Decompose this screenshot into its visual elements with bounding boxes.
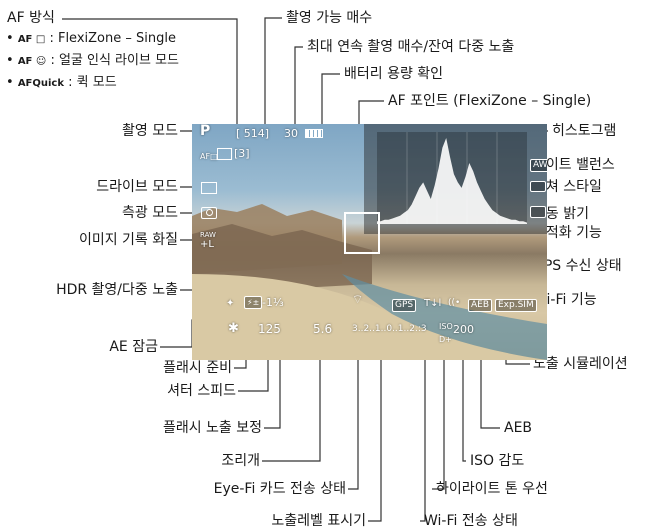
af-method-list: • AF □ : FlexiZone – Single • AF ☺ : 얼굴 … [6, 31, 179, 92]
aeb-icon: AEB [468, 299, 493, 312]
af-flexizone-icon: AF □ [17, 34, 46, 45]
label-shooting-mode: 촬영 모드 [122, 123, 178, 139]
label-histogram: 히스토그램 [552, 123, 617, 139]
battery-icon [305, 129, 323, 138]
metering-icon [201, 207, 217, 219]
aperture-value: 5.6 [313, 322, 333, 336]
drive-count-value: [3] [234, 147, 250, 160]
raw-label: RAW [200, 231, 216, 239]
label-wifi-transfer: Wi-Fi 전송 상태 [424, 513, 518, 529]
label-aeb: AEB [504, 420, 533, 436]
shots-available-value: [ 514] [236, 127, 270, 140]
shutter-value: 125 [258, 322, 281, 336]
label-ae-lock: AE 잠금 [109, 339, 158, 355]
histogram [377, 132, 527, 224]
gps-icon: GPS [392, 299, 417, 312]
exp-sim-icon: Exp.SIM [495, 299, 537, 312]
bullet: • [6, 75, 14, 90]
label-wifi: Wi-Fi 기능 [533, 292, 597, 308]
label-exposure-level: 노출레벨 표시기 [271, 513, 366, 529]
quality-label: +L [200, 239, 214, 250]
af-flexizone-desc: : FlexiZone – Single [49, 31, 176, 46]
live-view-screen: P AF□ [ 514] 30 [3] RAW +L AWB ✦ ⚡± -1⅓ … [192, 124, 547, 360]
label-htp: 하이라이트 톤 우선 [436, 481, 548, 497]
af-quick-icon: AFQuick [17, 78, 65, 89]
eyefi-icon: ⌔ [352, 292, 364, 306]
histogram-curve [377, 138, 527, 224]
label-metering-mode: 측광 모드 [122, 205, 178, 221]
label-white-balance: 화이트 밸런스 [533, 157, 615, 173]
max-burst-value: 30 [284, 127, 298, 140]
label-exp-sim: 노출 시뮬레이션 [533, 356, 628, 372]
bullet: • [6, 31, 14, 46]
wifi-function-icon: ((• [448, 298, 461, 308]
label-auto-lighting-line2: 최적화 기능 [533, 225, 602, 241]
wifi-transfer-icon: T↓l [424, 298, 442, 309]
label-shutter-speed: 셔터 스피드 [167, 383, 236, 399]
iso-value: 200 [453, 323, 474, 336]
label-drive-mode: 드라이브 모드 [96, 179, 178, 195]
af-face-desc: : 얼굴 인식 라이브 모드 [50, 53, 179, 68]
wb-icon: AWB [530, 159, 547, 172]
label-hdr: HDR 촬영/다중 노출 [56, 282, 178, 298]
label-shots-available: 촬영 가능 매수 [286, 10, 373, 26]
af-quick-desc: : 퀵 모드 [68, 75, 117, 90]
image-quality-icon: RAW +L [200, 231, 216, 250]
af-method-item-flexizone: • AF □ : FlexiZone – Single [6, 31, 179, 48]
drive-mode-icon [201, 182, 217, 194]
af-face-icon: AF ☺ [17, 56, 47, 67]
label-iso: ISO 감도 [470, 453, 525, 469]
auto-lighting-icon [530, 206, 546, 218]
drive-count-icon [217, 148, 232, 160]
flash-comp-icon: ⚡± [244, 296, 263, 309]
ae-lock-symbol: ✱ [228, 321, 239, 336]
label-eyefi: Eye-Fi 카드 전송 상태 [213, 481, 346, 497]
label-image-quality: 이미지 기록 화질 [78, 232, 178, 248]
af-point-frame[interactable] [344, 212, 380, 254]
flash-comp-value: -1⅓ [262, 296, 284, 309]
label-af-point: AF 포인트 (FlexiZone – Single) [388, 93, 592, 109]
label-picture-style: 픽쳐 스타일 [533, 179, 602, 195]
af-mode-icon: AF□ [200, 152, 218, 161]
bullet: • [6, 53, 14, 68]
label-gps: GPS 수신 상태 [533, 258, 622, 274]
picture-style-icon [530, 181, 546, 192]
af-method-title: AF 방식 [7, 10, 55, 26]
af-method-item-quick: • AFQuick : 퀵 모드 [6, 75, 179, 92]
hdr-icon: ✦ [226, 298, 235, 309]
shooting-mode-value: P [200, 124, 211, 139]
label-aperture: 조리개 [221, 453, 260, 469]
label-flash-ready: 플래시 준비 [163, 360, 232, 376]
exposure-scale: 3..2..1..0..1..2.:3 [352, 324, 427, 334]
label-battery: 배터리 용량 확인 [344, 66, 444, 82]
af-method-item-face: • AF ☺ : 얼굴 인식 라이브 모드 [6, 53, 179, 70]
label-flash-comp: 플래시 노출 보정 [162, 420, 262, 436]
label-max-burst: 최대 연속 촬영 매수/잔여 다중 노출 [307, 39, 515, 55]
